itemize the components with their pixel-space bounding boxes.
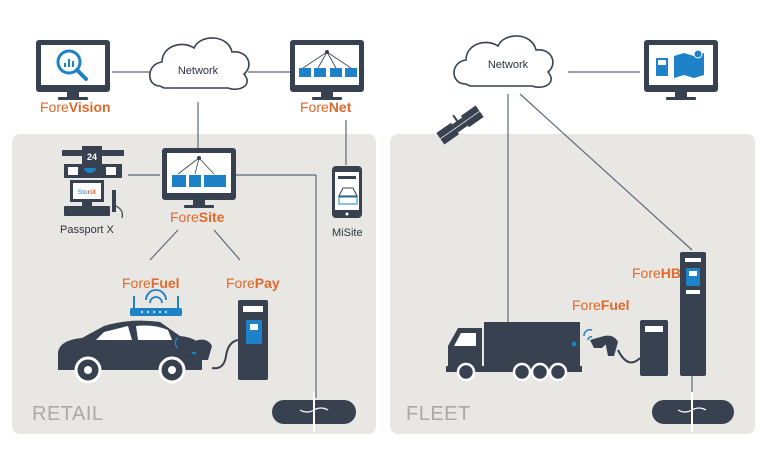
misite-label: MiSite xyxy=(332,227,363,239)
underground-tank-icon xyxy=(272,392,356,432)
smartphone-icon xyxy=(332,166,362,218)
forenet-label: ForeNet xyxy=(300,99,352,115)
fleet-underground-tank-icon xyxy=(652,392,734,432)
truck-icon xyxy=(446,322,582,382)
forepay-pump-icon xyxy=(211,300,268,380)
forevision-label: ForeVision xyxy=(40,99,111,115)
satellite-icon xyxy=(436,105,484,145)
forehb-label: ForeHB xyxy=(632,265,681,281)
connector-lines xyxy=(112,71,693,398)
fuel-pump-icon xyxy=(640,320,668,376)
pos-terminal-icon: StoriX xyxy=(64,180,123,219)
fleet-label: FLEET xyxy=(406,403,471,425)
store-sign: 24 xyxy=(87,152,97,162)
forefuel-fleet-label: ForeFuel xyxy=(572,297,630,313)
network-cloud-left: Network xyxy=(148,37,250,90)
forenet-monitor-icon xyxy=(290,40,364,100)
car-icon xyxy=(58,320,202,384)
network-left-label: Network xyxy=(178,65,219,77)
forepay-label: ForePay xyxy=(226,275,280,291)
network-cloud-right: Network xyxy=(453,35,554,88)
storix-logo: StoriX xyxy=(78,189,97,196)
wifi-router-icon xyxy=(130,289,182,316)
foresite-label: ForeSite xyxy=(170,209,225,225)
retail-label: RETAIL xyxy=(32,403,104,425)
foresite-monitor-icon xyxy=(162,148,236,208)
fleet-nozzle-icon xyxy=(583,328,641,364)
store-icon: 24 xyxy=(62,146,124,178)
forefuel-retail-label: ForeFuel xyxy=(122,275,180,291)
map-monitor-icon xyxy=(644,40,718,100)
passport-label: Passport X xyxy=(60,224,114,236)
forehb-pump-icon xyxy=(680,252,706,376)
fuel-nozzle-icon xyxy=(174,337,212,360)
forevision-monitor-icon xyxy=(36,40,110,100)
network-right-label: Network xyxy=(488,59,529,71)
